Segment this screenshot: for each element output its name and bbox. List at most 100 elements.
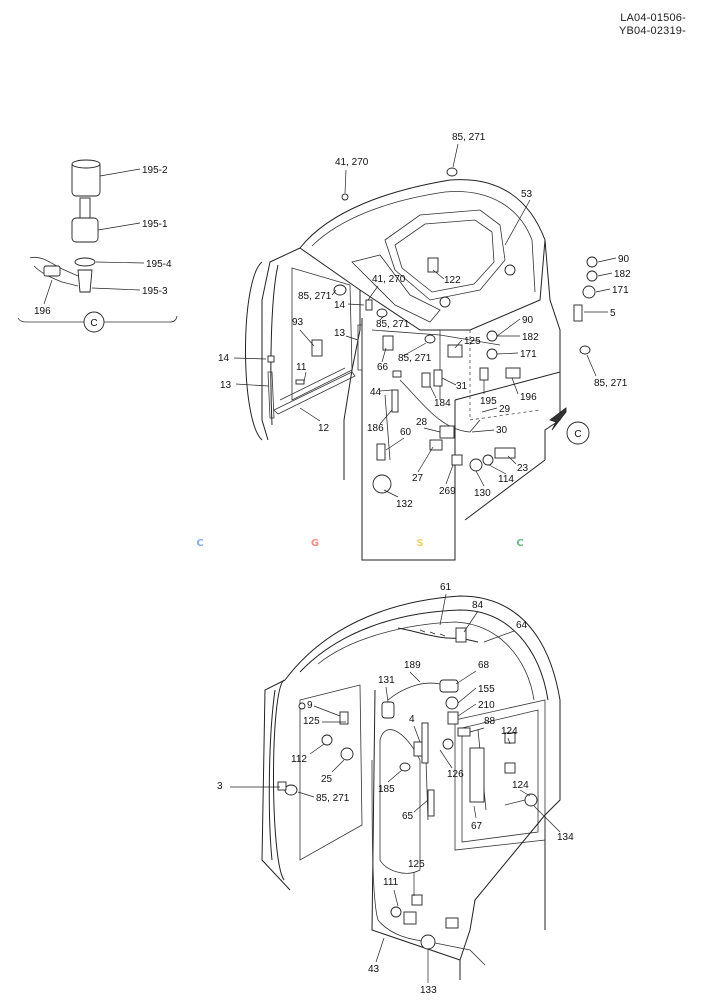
leader-line: [441, 377, 457, 386]
leader-line: [385, 437, 405, 451]
part-callout: 93: [292, 317, 304, 328]
part-callout: 195-2: [142, 165, 168, 176]
leader-line: [586, 354, 597, 377]
leader-line: [299, 407, 321, 422]
leader-line: [496, 352, 519, 355]
part-callout: 14: [218, 353, 230, 364]
view-c-label-detail: C: [90, 318, 97, 329]
part-callout: 195-1: [142, 219, 168, 230]
part-callout: 122: [444, 275, 461, 286]
leader-line: [299, 329, 315, 347]
part-callout: 171: [612, 285, 629, 296]
leader-line: [432, 269, 445, 280]
part-callout: 195-4: [146, 259, 172, 270]
part-callout: 134: [557, 832, 574, 843]
view-c-label-upper: C: [574, 429, 581, 440]
leader-line: [387, 769, 403, 783]
part-callout: 195: [480, 396, 497, 407]
part-callout: 124: [501, 726, 518, 737]
leader-line: [331, 759, 345, 773]
part-callout: 13: [220, 380, 232, 391]
part-callout: 85, 271: [398, 353, 432, 364]
upper-small-parts: [267, 167, 598, 494]
leader-line: [473, 805, 477, 819]
leader-line: [313, 705, 341, 717]
part-callout: 186: [367, 423, 384, 434]
leader-line: [402, 342, 427, 357]
part-callout: 67: [471, 821, 483, 832]
key-switch-detail: C: [17, 159, 178, 333]
leader-line: [379, 315, 385, 321]
leader-line: [483, 630, 515, 643]
leader-line: [597, 272, 613, 277]
doc-code-1: LA04-01506-: [620, 12, 686, 24]
part-callout: 130: [474, 488, 491, 499]
leader-line: [488, 464, 507, 475]
part-callout: 60: [400, 427, 412, 438]
leader-line: [454, 339, 463, 349]
leader-line: [309, 743, 325, 755]
leader-line: [99, 168, 141, 177]
leader-line: [347, 303, 365, 306]
leader-line: [95, 261, 145, 264]
part-callout: 182: [522, 332, 539, 343]
leader-line: [417, 446, 434, 473]
part-callout: 4: [409, 714, 415, 725]
leader-line: [43, 279, 53, 305]
leader-line: [345, 335, 359, 341]
part-callout: 131: [378, 675, 395, 686]
part-callout: 85, 271: [298, 291, 332, 302]
part-callout: 90: [618, 254, 630, 265]
leader-lines: [43, 143, 617, 983]
leader-line: [235, 383, 269, 387]
part-callout: 195-3: [142, 286, 168, 297]
part-callout: 23: [517, 463, 529, 474]
leader-line: [475, 470, 485, 487]
part-callout: 30: [496, 425, 508, 436]
leader-line: [393, 889, 399, 907]
part-callout: 114: [498, 474, 514, 485]
part-callout: 25: [321, 774, 333, 785]
part-callout: 43: [368, 964, 380, 975]
lower-small-parts: [277, 627, 538, 950]
part-callout: 29: [499, 404, 511, 415]
leader-line: [413, 799, 429, 813]
leader-line: [457, 687, 477, 704]
leader-line: [303, 371, 307, 383]
leader-line: [457, 703, 477, 717]
leader-line: [91, 287, 141, 291]
part-callout: 27: [412, 473, 424, 484]
part-callout: 182: [614, 269, 631, 280]
leader-line: [511, 377, 519, 395]
watermark-letter: S: [416, 538, 423, 549]
part-callout: 269: [439, 486, 456, 497]
part-callout: 171: [520, 349, 537, 360]
part-callout: 65: [402, 811, 414, 822]
part-callout: 210: [478, 700, 495, 711]
leader-line: [297, 791, 315, 798]
part-callout: 196: [34, 306, 51, 317]
leader-line: [445, 464, 454, 485]
leader-line: [233, 357, 267, 360]
part-callout: 85, 271: [594, 378, 628, 389]
part-callout: 132: [396, 499, 413, 510]
part-callout: 184: [434, 398, 451, 409]
leader-line: [533, 805, 561, 833]
watermark-letter: C: [196, 538, 203, 549]
leader-line: [597, 257, 617, 263]
part-callout: 196: [520, 392, 537, 403]
leader-line: [507, 737, 511, 745]
part-callout: 31: [456, 381, 468, 392]
leader-line: [471, 429, 495, 433]
part-callout: 125: [408, 859, 425, 870]
leader-line: [519, 789, 531, 797]
leader-line: [379, 389, 393, 392]
leader-line: [379, 409, 393, 425]
leader-line: [469, 727, 485, 733]
part-callout: 112: [291, 754, 307, 765]
leader-line: [381, 347, 387, 363]
part-callout: 3: [217, 781, 223, 792]
leader-line: [375, 937, 385, 963]
